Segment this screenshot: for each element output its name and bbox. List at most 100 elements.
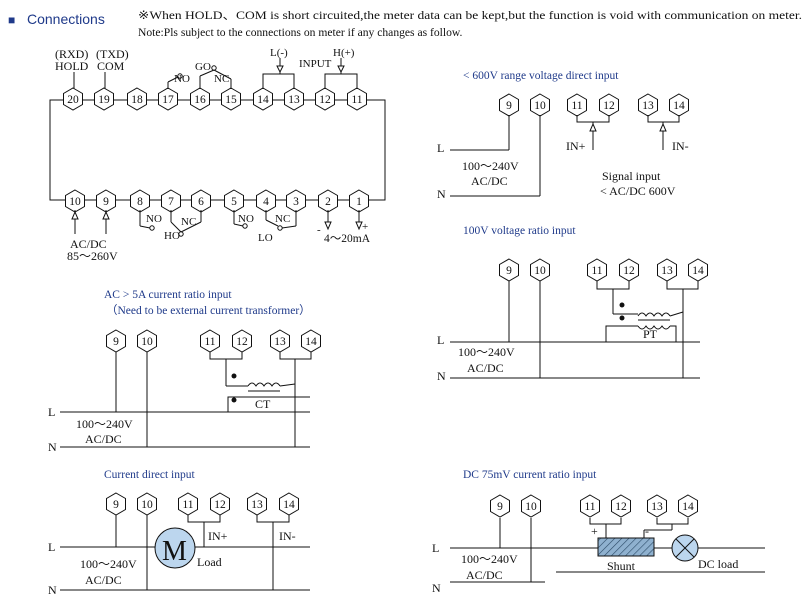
current_direct-terminal-label-13: 13 bbox=[251, 499, 263, 511]
dc-minus-label: - bbox=[645, 524, 649, 538]
top-terminal-label-19: 19 bbox=[98, 94, 110, 106]
dc75mv-terminal-label-12: 12 bbox=[615, 501, 627, 513]
v600-terminal-label-9: 9 bbox=[506, 100, 512, 112]
dc75mv-terminal-label-9: 9 bbox=[497, 501, 503, 513]
out-minus-label: - bbox=[317, 224, 321, 236]
top-wiring bbox=[73, 58, 358, 89]
v600-signal-line2: < AC/DC 600V bbox=[600, 184, 676, 198]
current-direct-title: Current direct input bbox=[104, 469, 196, 481]
top-terminal-17 bbox=[158, 87, 178, 111]
top-terminal-11 bbox=[347, 87, 367, 111]
ac5a-subtitle: （Need to be external current transformer… bbox=[106, 304, 311, 317]
dc-line-n: N bbox=[432, 581, 441, 595]
no-lo-label: NO bbox=[238, 213, 254, 225]
ac5a-terminal-label-13: 13 bbox=[274, 336, 286, 348]
top-terminal-13 bbox=[284, 87, 304, 111]
v100-pt-label: PT bbox=[643, 327, 658, 341]
bottom-terminal-label-8: 8 bbox=[137, 196, 143, 208]
title-bullet: ■ bbox=[8, 13, 15, 27]
v600-terminal-label-13: 13 bbox=[642, 100, 654, 112]
ho-label: HO bbox=[164, 230, 180, 242]
dc75mv-terminal-10 bbox=[521, 494, 541, 518]
nc-hi-label: NC bbox=[181, 216, 196, 228]
h-plus-label: H(+) bbox=[333, 47, 355, 59]
supply-range-label: 85～260V bbox=[67, 249, 118, 263]
top-terminal-label-18: 18 bbox=[131, 94, 143, 106]
cd-in-plus: IN+ bbox=[208, 529, 228, 543]
shunt-symbol bbox=[597, 537, 655, 557]
shunt-label: Shunt bbox=[607, 559, 636, 573]
dc-load-cross-b bbox=[675, 538, 695, 558]
bottom-terminal-label-9: 9 bbox=[103, 196, 109, 208]
supply-acdc-label: AC/DC bbox=[70, 237, 107, 251]
dc75mv-terminal-12 bbox=[611, 494, 631, 518]
dc75mv-terminal-label-10: 10 bbox=[525, 501, 537, 513]
dc75mv-terminal-label-14: 14 bbox=[682, 501, 694, 513]
ac5a-dot-lower bbox=[231, 397, 237, 403]
dc75mv-terminal-14 bbox=[678, 494, 698, 518]
top-terminal-14 bbox=[253, 87, 273, 111]
go-label: GO bbox=[195, 61, 211, 73]
l-minus-label: L(-) bbox=[270, 47, 288, 59]
input-label: INPUT bbox=[299, 58, 332, 70]
out-plus-label: + bbox=[362, 221, 368, 233]
ac5a-terminal-label-14: 14 bbox=[305, 336, 317, 348]
bottom-terminal-label-3: 3 bbox=[293, 196, 299, 208]
hold-note: ※When HOLD、COM is short circuited,the me… bbox=[138, 9, 802, 22]
cd-load-label: Load bbox=[197, 555, 222, 569]
dc75mv-terminal-11 bbox=[580, 494, 600, 518]
top-terminal-18 bbox=[127, 87, 147, 111]
ac5a-terminal-label-10: 10 bbox=[141, 336, 153, 348]
v100-line-n: N bbox=[437, 369, 446, 383]
rxd-label: (RXD) bbox=[55, 47, 88, 61]
top-terminal-19 bbox=[94, 87, 114, 111]
dc-load-label: DC load bbox=[698, 557, 738, 571]
dc-supply-voltage: 100～240V bbox=[461, 552, 518, 566]
v600-line-l: L bbox=[437, 141, 444, 155]
change-note: Note:Pls subject to the connections on m… bbox=[138, 26, 463, 39]
bottom-terminal-label-1: 1 bbox=[356, 196, 362, 208]
v600-terminal-label-12: 12 bbox=[603, 100, 615, 112]
dc75mv-terminal-9 bbox=[490, 494, 510, 518]
dc75mv-title: DC 75mV current ratio input bbox=[463, 469, 597, 481]
v600-supply-voltage: 100～240V bbox=[462, 159, 519, 173]
nc-lo-label: NC bbox=[275, 213, 290, 225]
bottom-terminal-label-4: 4 bbox=[263, 196, 269, 208]
cd-supply-voltage: 100～240V bbox=[80, 557, 137, 571]
v600-line-n: N bbox=[437, 187, 446, 201]
v600-supply-type: AC/DC bbox=[471, 174, 508, 188]
ac5a-supply-type: AC/DC bbox=[85, 432, 122, 446]
cd-line-l: L bbox=[48, 540, 55, 554]
dc-line-l: L bbox=[432, 541, 439, 555]
top-terminal-label-16: 16 bbox=[194, 94, 206, 106]
ac5a-terminal-label-12: 12 bbox=[236, 336, 248, 348]
no-hi-label: NO bbox=[146, 213, 162, 225]
dc-supply-type: AC/DC bbox=[466, 568, 503, 582]
top-terminal-label-13: 13 bbox=[288, 94, 300, 106]
current_direct-terminal-label-9: 9 bbox=[113, 499, 119, 511]
v600-terminal-label-10: 10 bbox=[534, 100, 546, 112]
top-terminal-label-12: 12 bbox=[319, 94, 331, 106]
v600-terminal-label-14: 14 bbox=[673, 100, 685, 112]
lo-label: LO bbox=[258, 232, 273, 244]
v100-supply-type: AC/DC bbox=[467, 361, 504, 375]
v100-terminal-label-10: 10 bbox=[534, 265, 546, 277]
ac5a-wiring bbox=[60, 352, 312, 448]
v100-terminal-label-12: 12 bbox=[623, 265, 635, 277]
dc75mv-terminal-label-11: 11 bbox=[584, 501, 595, 513]
v600-in-minus: IN- bbox=[672, 139, 689, 153]
ac5a-terminal-label-9: 9 bbox=[113, 336, 119, 348]
v100-title: 100V voltage ratio input bbox=[463, 225, 576, 237]
top-terminal-16 bbox=[190, 87, 210, 111]
ac5a-line-n: N bbox=[48, 440, 57, 454]
top-terminal-12 bbox=[315, 87, 335, 111]
top-terminal-label-15: 15 bbox=[225, 94, 237, 106]
ac5a-title: AC > 5A current ratio input bbox=[104, 289, 232, 301]
